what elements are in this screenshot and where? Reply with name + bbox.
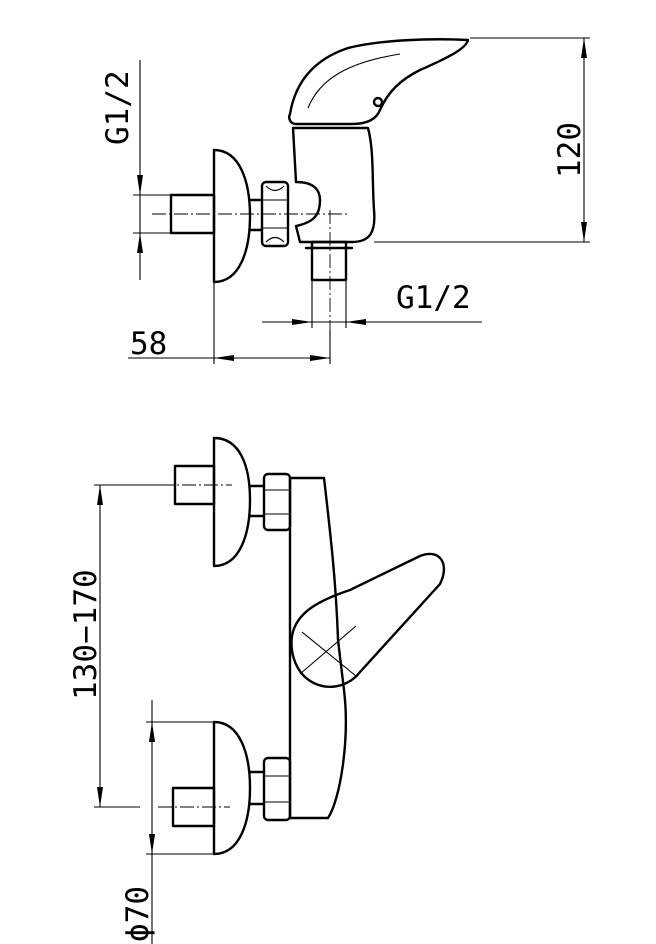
diameter-label: ϕ70 <box>120 886 156 942</box>
front-view: 130−170 ϕ70 <box>68 436 446 944</box>
front-lever <box>290 552 446 689</box>
thread-outlet-label: G1/2 <box>396 280 471 316</box>
lower-hex-nut <box>262 756 292 822</box>
projection-label: 58 <box>130 326 167 362</box>
front-mixer-body <box>288 476 347 820</box>
thread-inlet-label: G1/2 <box>100 70 136 145</box>
spacing-label: 130−170 <box>68 569 104 700</box>
upper-rosette <box>212 436 252 568</box>
mixer-body <box>291 126 376 244</box>
outlet-pipe <box>310 240 348 282</box>
lower-rosette <box>212 720 252 856</box>
side-view: G1/2 120 G1/2 58 <box>100 37 590 364</box>
upper-hex-nut <box>262 472 292 532</box>
wall-rosette <box>212 148 252 284</box>
lever-handle <box>288 38 470 126</box>
height-label: 120 <box>552 122 588 178</box>
